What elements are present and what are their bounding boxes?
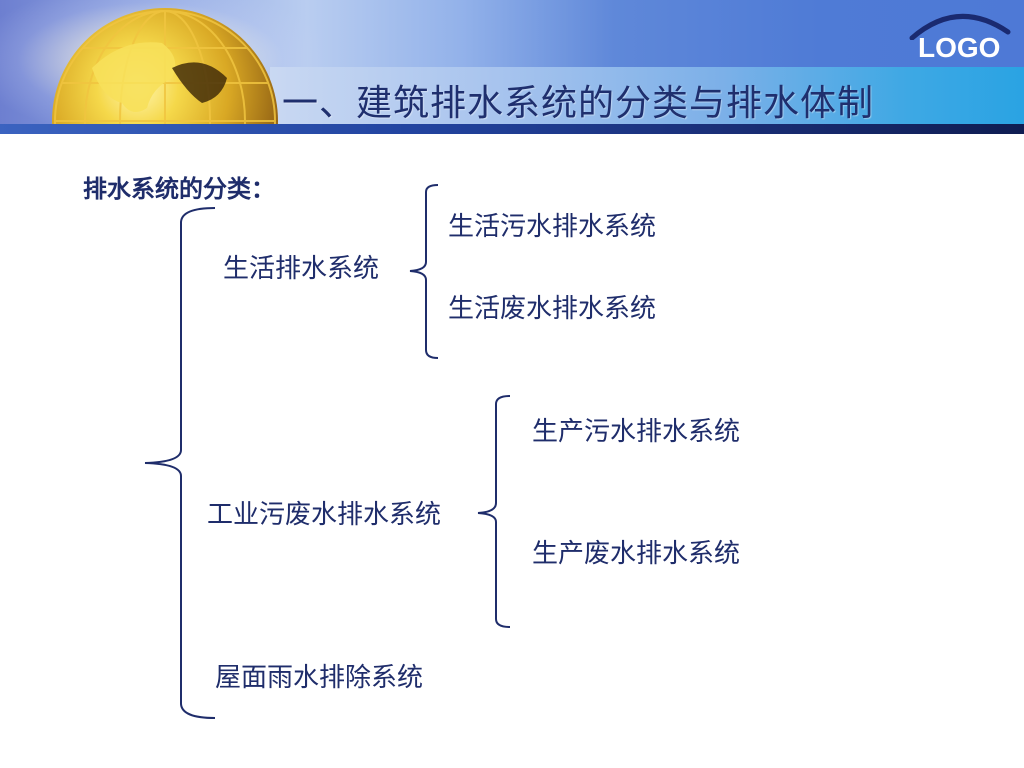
node-industrial-drainage: 工业污废水排水系统 — [207, 500, 442, 530]
node-production-sewage: 生产污水排水系统 — [532, 417, 741, 447]
slide-header: 一、建筑排水系统的分类与排水体制 LOGO — [0, 0, 1024, 134]
logo: LOGO — [908, 10, 1012, 66]
node-production-waste: 生产废水排水系统 — [532, 539, 741, 569]
section-label: 排水系统的分类： — [83, 175, 275, 203]
living-brace-icon — [409, 184, 439, 359]
node-roof-rainwater: 屋面雨水排除系统 — [215, 663, 424, 693]
node-living-waste: 生活废水排水系统 — [448, 294, 657, 324]
node-living-drainage: 生活排水系统 — [223, 254, 380, 284]
node-living-sewage: 生活污水排水系统 — [448, 212, 657, 242]
page-title: 一、建筑排水系统的分类与排水体制 — [282, 83, 875, 124]
title-band — [270, 67, 1024, 124]
industrial-brace-icon — [477, 395, 511, 628]
logo-arc-icon — [909, 13, 1011, 40]
globe-icon — [52, 8, 278, 134]
logo-text: LOGO — [918, 32, 1001, 63]
main-brace-icon — [144, 207, 216, 719]
header-bottom-bar — [0, 124, 1024, 134]
